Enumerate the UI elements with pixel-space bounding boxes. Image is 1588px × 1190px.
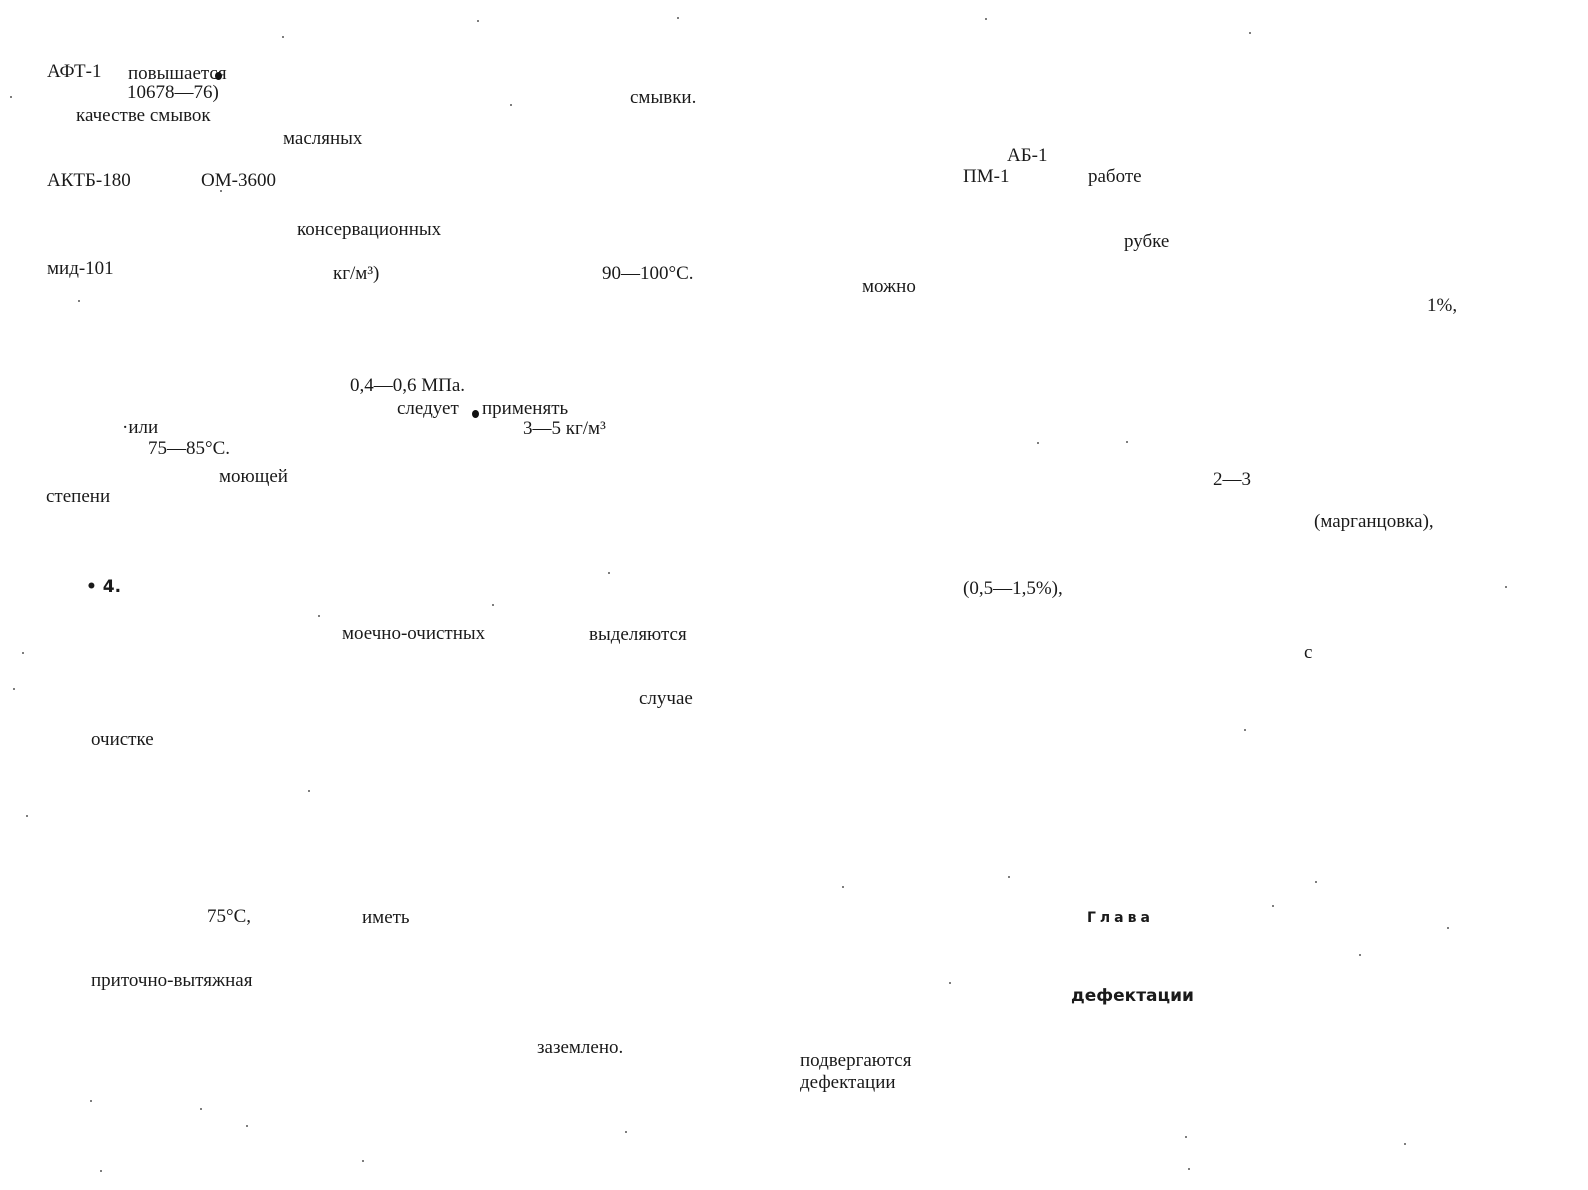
word: применять — [482, 398, 569, 419]
scan-speck — [477, 20, 479, 22]
scan-speck — [90, 1100, 92, 1102]
word: ПМ-1 — [963, 166, 1010, 187]
word: очистке — [91, 729, 154, 750]
scan-speck — [246, 1125, 248, 1127]
chapter-label: Глава — [1087, 910, 1154, 926]
word: рубке — [1124, 231, 1170, 252]
scan-speck — [1505, 586, 1507, 588]
word: АБ-1 — [1007, 145, 1048, 166]
ink-blot — [472, 410, 479, 418]
word: 0,4—0,6 МПа. — [350, 375, 466, 396]
chapter-title: дефектации — [1071, 986, 1194, 1006]
scan-speck — [200, 1108, 202, 1110]
word: 90—100°С. — [602, 263, 694, 284]
word: моечно-очистных — [342, 623, 486, 644]
scan-speck — [362, 1160, 364, 1162]
scan-speck — [10, 96, 12, 98]
scan-speck — [1244, 729, 1246, 731]
scan-speck — [1315, 881, 1317, 883]
scan-speck — [26, 815, 28, 817]
scan-speck — [1447, 927, 1449, 929]
word: приточно-вытяжная — [91, 970, 253, 991]
scan-speck — [22, 652, 24, 654]
word: качестве смывок — [76, 105, 211, 126]
word: смывки. — [630, 87, 697, 108]
scan-speck — [625, 1131, 627, 1133]
scan-speck — [1188, 1168, 1190, 1170]
word: следует — [397, 398, 459, 419]
scan-speck — [1359, 954, 1361, 956]
scan-speck — [318, 615, 320, 617]
word: 75°С, — [207, 906, 252, 927]
scan-speck — [492, 604, 494, 606]
word: (0,5—1,5%), — [963, 578, 1063, 599]
scan-speck — [308, 790, 310, 792]
word: можно — [862, 276, 916, 297]
scan-speck — [220, 190, 222, 192]
word: ОМ-3600 — [201, 170, 276, 191]
word: масляных — [283, 128, 363, 149]
scan-speck — [1272, 905, 1274, 907]
word: работе — [1088, 166, 1142, 187]
scan-speck — [78, 300, 80, 302]
word: 2—3 — [1213, 469, 1251, 490]
scan-speck — [100, 1170, 102, 1172]
word: • 4. — [86, 577, 122, 597]
word: ·или — [122, 417, 159, 438]
word: моющей — [219, 466, 288, 487]
scan-speck — [842, 886, 844, 888]
ink-blot — [215, 72, 222, 80]
scan-speck — [13, 688, 15, 690]
scan-speck — [677, 17, 679, 19]
word: (марганцовка), — [1314, 511, 1434, 532]
word: с — [1304, 642, 1313, 663]
scan-speck — [949, 982, 951, 984]
scan-speck — [1404, 1143, 1406, 1145]
word: мид-101 — [47, 258, 114, 279]
word: подвергаются — [800, 1050, 912, 1071]
word: 75—85°С. — [148, 438, 231, 459]
scan-speck — [1037, 442, 1039, 444]
word: заземлено. — [537, 1037, 624, 1058]
word: АФТ-1 — [47, 61, 102, 82]
word: повышается — [128, 63, 227, 84]
scan-speck — [985, 18, 987, 20]
word: дефектации — [800, 1072, 896, 1093]
word: случае — [639, 688, 693, 709]
scan-speck — [1126, 441, 1128, 443]
word: выделяются — [589, 624, 687, 645]
scan-speck — [1008, 876, 1010, 878]
word: АКТБ-180 — [47, 170, 131, 191]
scan-speck — [608, 572, 610, 574]
word: 3—5 кг/м³ — [523, 418, 606, 439]
word: 10678—76) — [127, 82, 219, 103]
scan-speck — [510, 104, 512, 106]
scan-speck — [282, 36, 284, 38]
word: степени — [46, 486, 111, 507]
word: кг/м³) — [333, 263, 380, 284]
word: консервационных — [297, 219, 442, 240]
word: 1%, — [1427, 295, 1458, 316]
scan-speck — [1249, 32, 1251, 34]
word: иметь — [362, 907, 410, 928]
scan-speck — [1185, 1136, 1187, 1138]
